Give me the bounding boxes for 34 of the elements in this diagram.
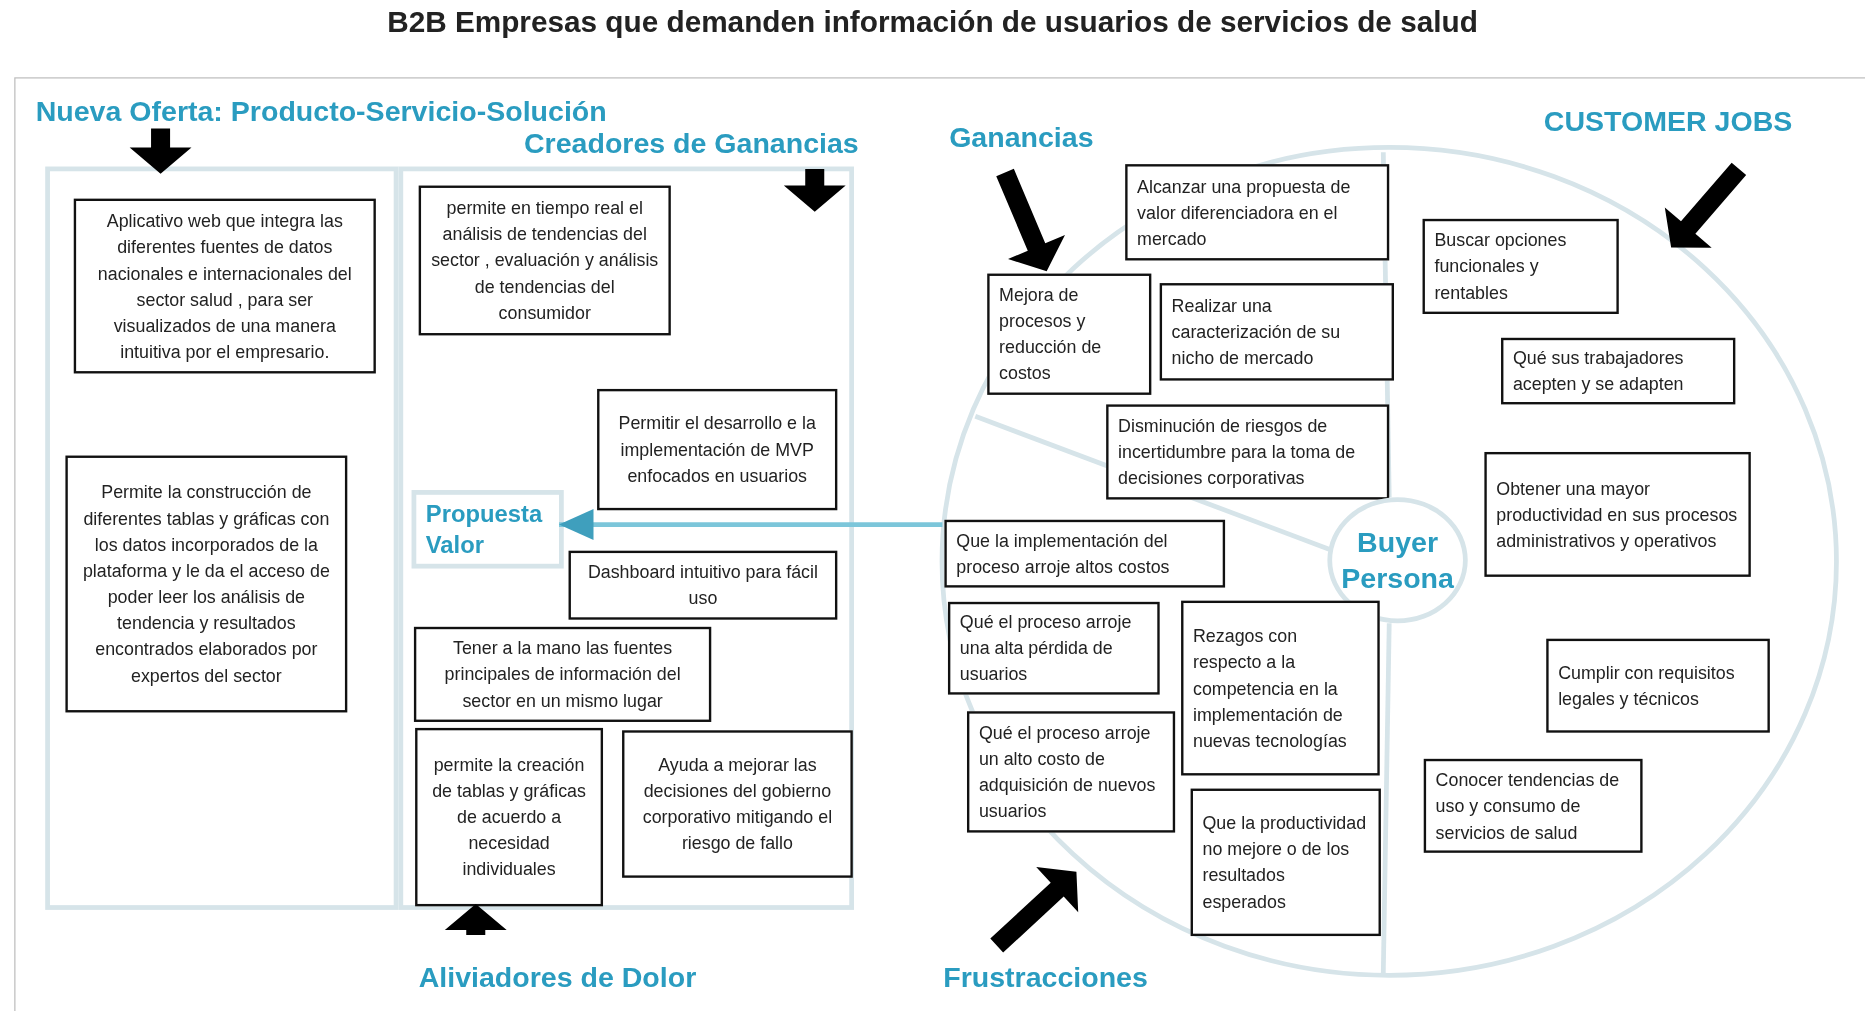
text-box: Dashboard intuitivo para fácil uso	[568, 550, 838, 620]
text-box: Cumplir con requisitos legales y técnicos	[1546, 638, 1770, 733]
arrow	[559, 509, 943, 540]
text-box: Que la implementación del proceso arroje altos costos	[944, 519, 1226, 588]
canvas-panel	[45, 166, 399, 910]
text-box: Obtener una mayor productividad en sus procesos administrativos y operativos	[1484, 452, 1751, 577]
text-box: Disminución de riesgos de incertidumbre para la toma de decisiones corporativas	[1106, 404, 1390, 500]
text-box: Permitir el desarrollo e la implementación de MVP enfocados en usuarios	[597, 388, 838, 511]
text-box: Alcanzar una propuesta de valor diferenciadora en el mercado	[1125, 164, 1390, 261]
text-box: Qué el proceso arroje un alto costo de adquisición de nuevos usuarios	[967, 711, 1176, 833]
text-box: Ayuda a mejorar las decisiones del gobierno corporativo mitigando el riesgo de fallo	[622, 730, 853, 878]
text-box: Que la productividad no mejore o de los resultados esperados	[1190, 788, 1381, 937]
text-box: Qué sus trabajadores acepten y se adapten	[1501, 337, 1736, 405]
text-box: permite en tiempo real el análisis de tendencias del sector , evaluación y análisis de tendencias del consumidor	[418, 185, 671, 336]
section-heading: Ganancias	[949, 121, 1094, 155]
value-proposition-box: Propuesta Valor	[411, 490, 564, 569]
section-heading: Nueva Oferta: Producto-Servicio-Solución	[35, 95, 607, 129]
text-box: Mejora de procesos y reducción de costos	[987, 273, 1152, 395]
text-box: Buscar opciones funcionales y rentables	[1422, 218, 1619, 314]
section-heading: Creadores de Ganancias	[523, 127, 859, 161]
text-box: Aplicativo web que integra las diferentes fuentes de datos nacionales e internacionales del sector salud , para ser visualizados de una manera intuitiva por el empresario.	[73, 198, 376, 374]
section-heading: CUSTOMER JOBS	[1543, 104, 1793, 138]
text-box: Qué el proceso arroje una alta pérdida de usuarios	[947, 601, 1160, 695]
diagram-title: B2B Empresas que demanden información de usuarios de servicios de salud	[386, 4, 1479, 40]
text-box: Rezagos con respecto a la competencia en la implementación de nuevas tecnologías	[1181, 600, 1380, 776]
canvas-panel	[398, 166, 854, 910]
text-box: Permite la construcción de diferentes tablas y gráficas con los datos incorporados de la plataforma y le da el acceso de poder leer los análisis de tendencia y resultados encontrados elaborados por expertos del sector	[65, 455, 348, 713]
section-heading: Frustracciones	[943, 961, 1148, 995]
text-box: Tener a la mano las fuentes principales de información del sector en un mismo lugar	[413, 626, 712, 722]
section-heading: Aliviadores de Dolor	[418, 961, 697, 995]
text-box: permite la creación de tablas y gráficas de acuerdo a necesidad individuales	[415, 727, 604, 907]
persona-circle: Buyer Persona	[1327, 497, 1468, 624]
text-box: Conocer tendencias de uso y consumo de servicios de salud	[1423, 758, 1643, 853]
text-box: Realizar una caracterización de su nicho de mercado	[1159, 283, 1394, 381]
